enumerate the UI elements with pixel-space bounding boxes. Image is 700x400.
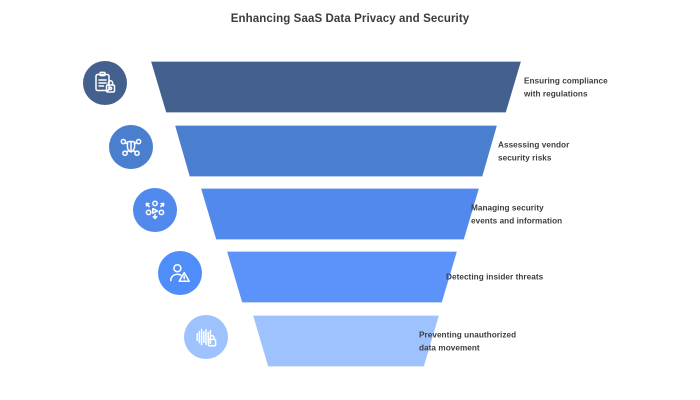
funnel-stage-5[interactable]: Preventing unauthorized data movement bbox=[0, 311, 700, 373]
funnel-stage-4[interactable]: Detecting insider threats bbox=[0, 247, 700, 309]
funnel-stage-label: Managing security events and information bbox=[471, 203, 563, 225]
funnel-stage-label: Assessing vendor security risks bbox=[498, 140, 570, 162]
funnel-stage-1[interactable]: Ensuring compliance with regulations bbox=[0, 57, 700, 119]
funnel-band[interactable] bbox=[196, 184, 484, 244]
funnel-stage-label: Ensuring compliance with regulations bbox=[524, 76, 608, 98]
page-title: Enhancing SaaS Data Privacy and Security bbox=[230, 13, 470, 25]
funnel-stage-3[interactable]: Managing security events and information bbox=[0, 184, 700, 246]
funnel-band[interactable] bbox=[146, 57, 526, 117]
funnel-band[interactable] bbox=[170, 121, 502, 181]
funnel-band[interactable] bbox=[248, 311, 444, 371]
funnel-stage-label: Preventing unauthorized data movement bbox=[419, 330, 517, 352]
funnel-stage-label: Detecting insider threats bbox=[446, 272, 544, 282]
data-bars-lock-icon bbox=[184, 315, 228, 359]
shield-network-icon bbox=[109, 125, 153, 169]
user-warning-icon bbox=[158, 251, 202, 295]
nodes-arrows-icon bbox=[133, 188, 177, 232]
clipboard-lock-icon bbox=[83, 61, 127, 105]
funnel-band[interactable] bbox=[222, 247, 462, 307]
funnel-stage-2[interactable]: Assessing vendor security risks bbox=[0, 121, 700, 183]
